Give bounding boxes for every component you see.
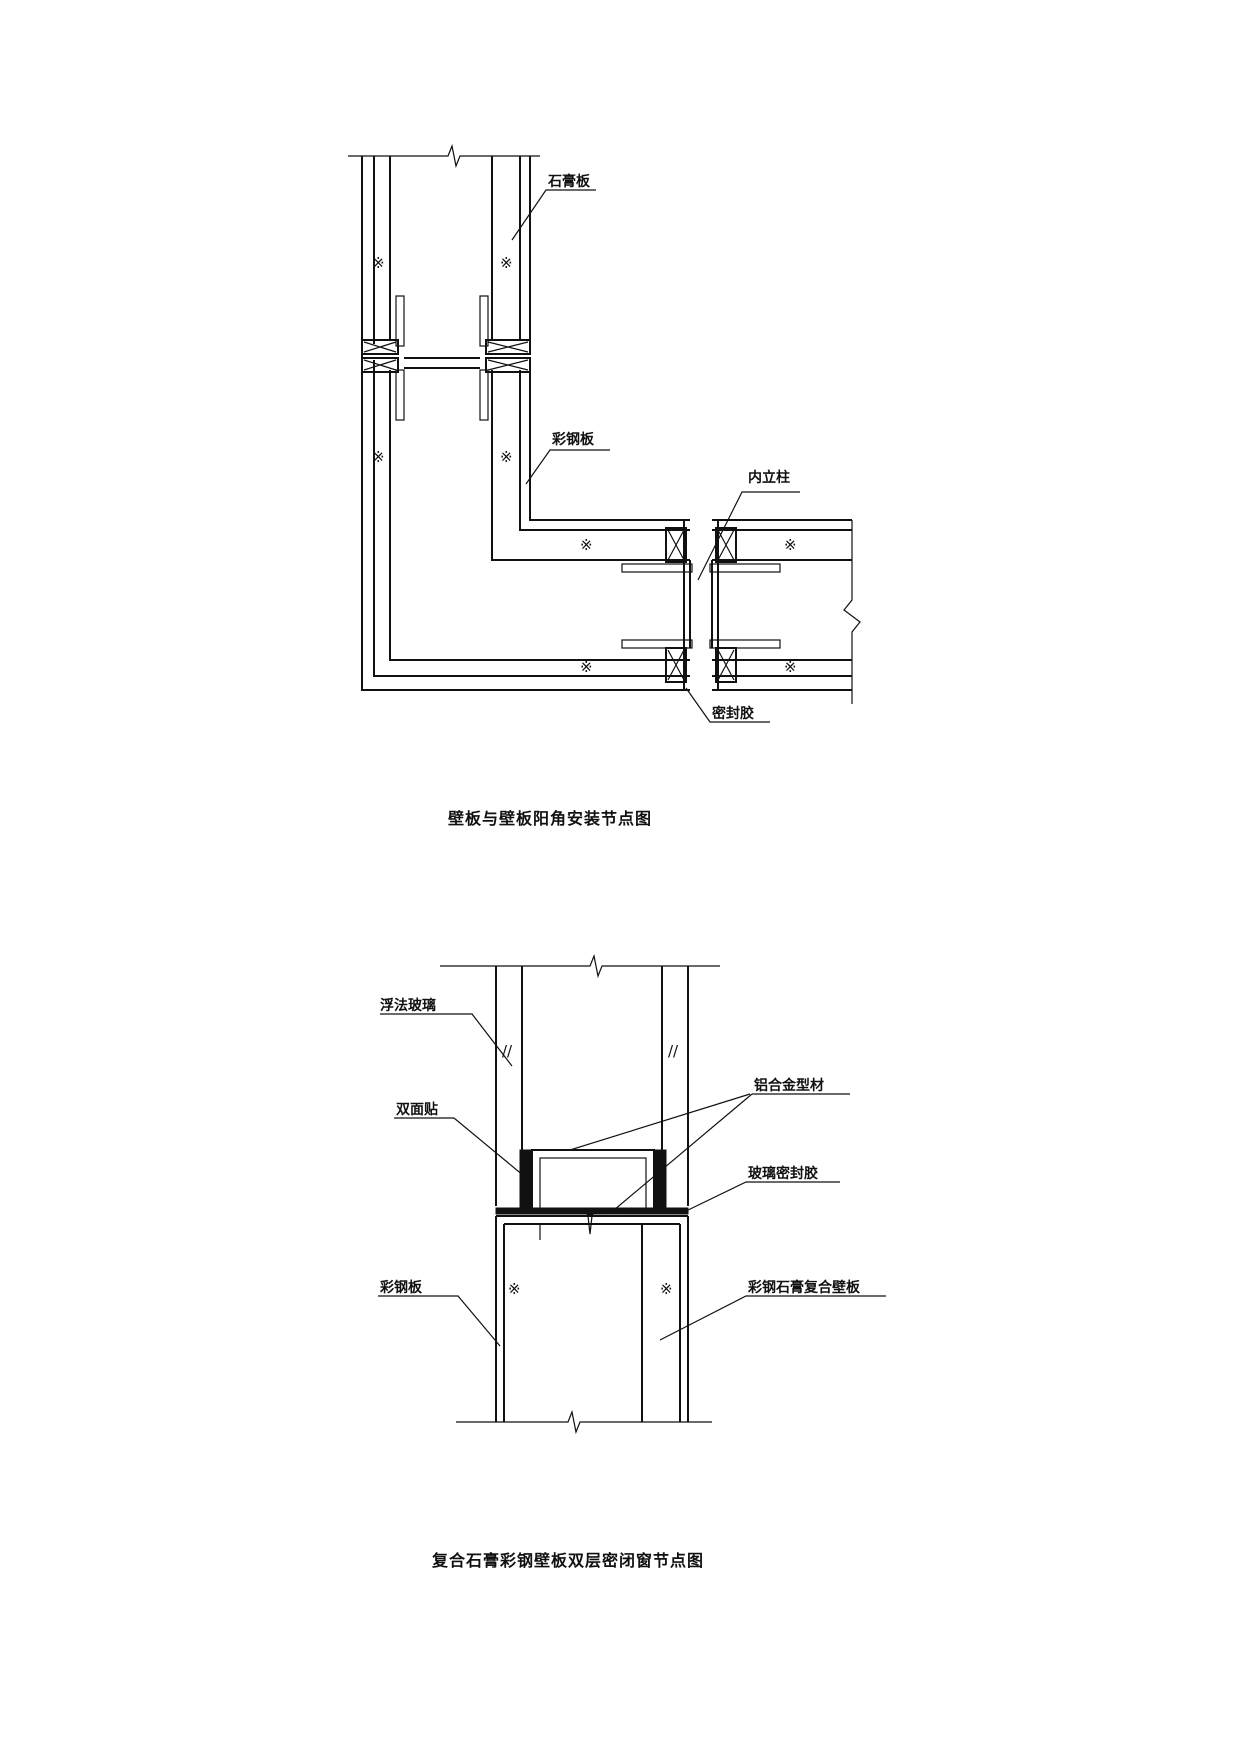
core-symbol-2: ※ [500,254,513,272]
label-glass-sealant: 玻璃密封胶 [748,1165,818,1182]
leader-double-tape [394,1117,525,1177]
leader-float-glass [380,1013,513,1067]
glass-left [495,966,523,1206]
inner-panel-upper [491,156,531,340]
caption-corner-joint: 壁板与壁板阳角安装节点图 [448,809,652,828]
label-gypsum-board: 石膏板 [547,173,591,190]
label-float-glass: 浮法玻璃 [380,997,436,1014]
core-symbol-right: ※ [660,1280,673,1298]
leader-glass-sealant [683,1181,840,1213]
core-symbol-5: ※ [580,536,593,554]
upper-joint-profile [361,295,531,421]
leader-aluminum-1 [569,1093,751,1151]
glass-symbol-left: // [502,1042,513,1060]
leader-aluminum-2 [613,1093,753,1211]
tape-left [519,1149,533,1209]
core-symbol-6: ※ [784,536,797,554]
break-line-top-2 [440,953,720,979]
label-inner-post: 内立柱 [748,469,790,486]
label-double-tape: 双面贴 [396,1101,438,1118]
label-sealant: 密封胶 [711,705,754,722]
leader-steel-panel-2 [378,1295,501,1347]
figure-corner-joint: ※ ※ ※ ※ ※ ※ ※ ※ 石膏板 彩钢板 内立柱 密封胶 壁板与壁板阳角安… [348,143,861,828]
core-symbol-4: ※ [500,448,513,466]
tape-right [653,1149,667,1209]
outer-panel-lower [389,370,690,661]
glass-symbol-right: // [668,1042,679,1060]
leader-sealant [685,687,770,723]
label-composite-panel: 彩钢石膏复合壁板 [747,1279,861,1296]
inner-post [621,520,781,690]
leader-inner-post [697,491,800,581]
label-steel-panel-2: 彩钢板 [379,1279,423,1296]
caption-window-joint: 复合石膏彩钢壁板双层密闭窗节点图 [431,1551,704,1570]
leader-steel-panel [525,449,610,485]
inner-panel-lower [491,370,690,561]
figure-window-joint: // // ※ ※ 浮法玻璃 双面贴 铝合金型材 玻璃密封胶 彩钢板 彩钢石膏复… [378,953,886,1570]
break-line-bottom-2 [456,1409,712,1435]
break-line-top [348,143,540,169]
aluminum-profile [531,1149,655,1211]
label-aluminum-profile: 铝合金型材 [754,1077,824,1094]
core-symbol-7: ※ [580,658,593,676]
composite-wall-panel [495,1216,689,1422]
leader-composite-panel [659,1295,886,1341]
outer-wall-panel [361,156,690,691]
core-symbol-1: ※ [372,254,385,272]
core-symbol-8: ※ [784,658,797,676]
leader-gypsum-board [511,189,596,241]
core-symbol-3: ※ [372,448,385,466]
label-steel-panel: 彩钢板 [551,431,595,448]
core-symbol-left: ※ [508,1280,521,1298]
